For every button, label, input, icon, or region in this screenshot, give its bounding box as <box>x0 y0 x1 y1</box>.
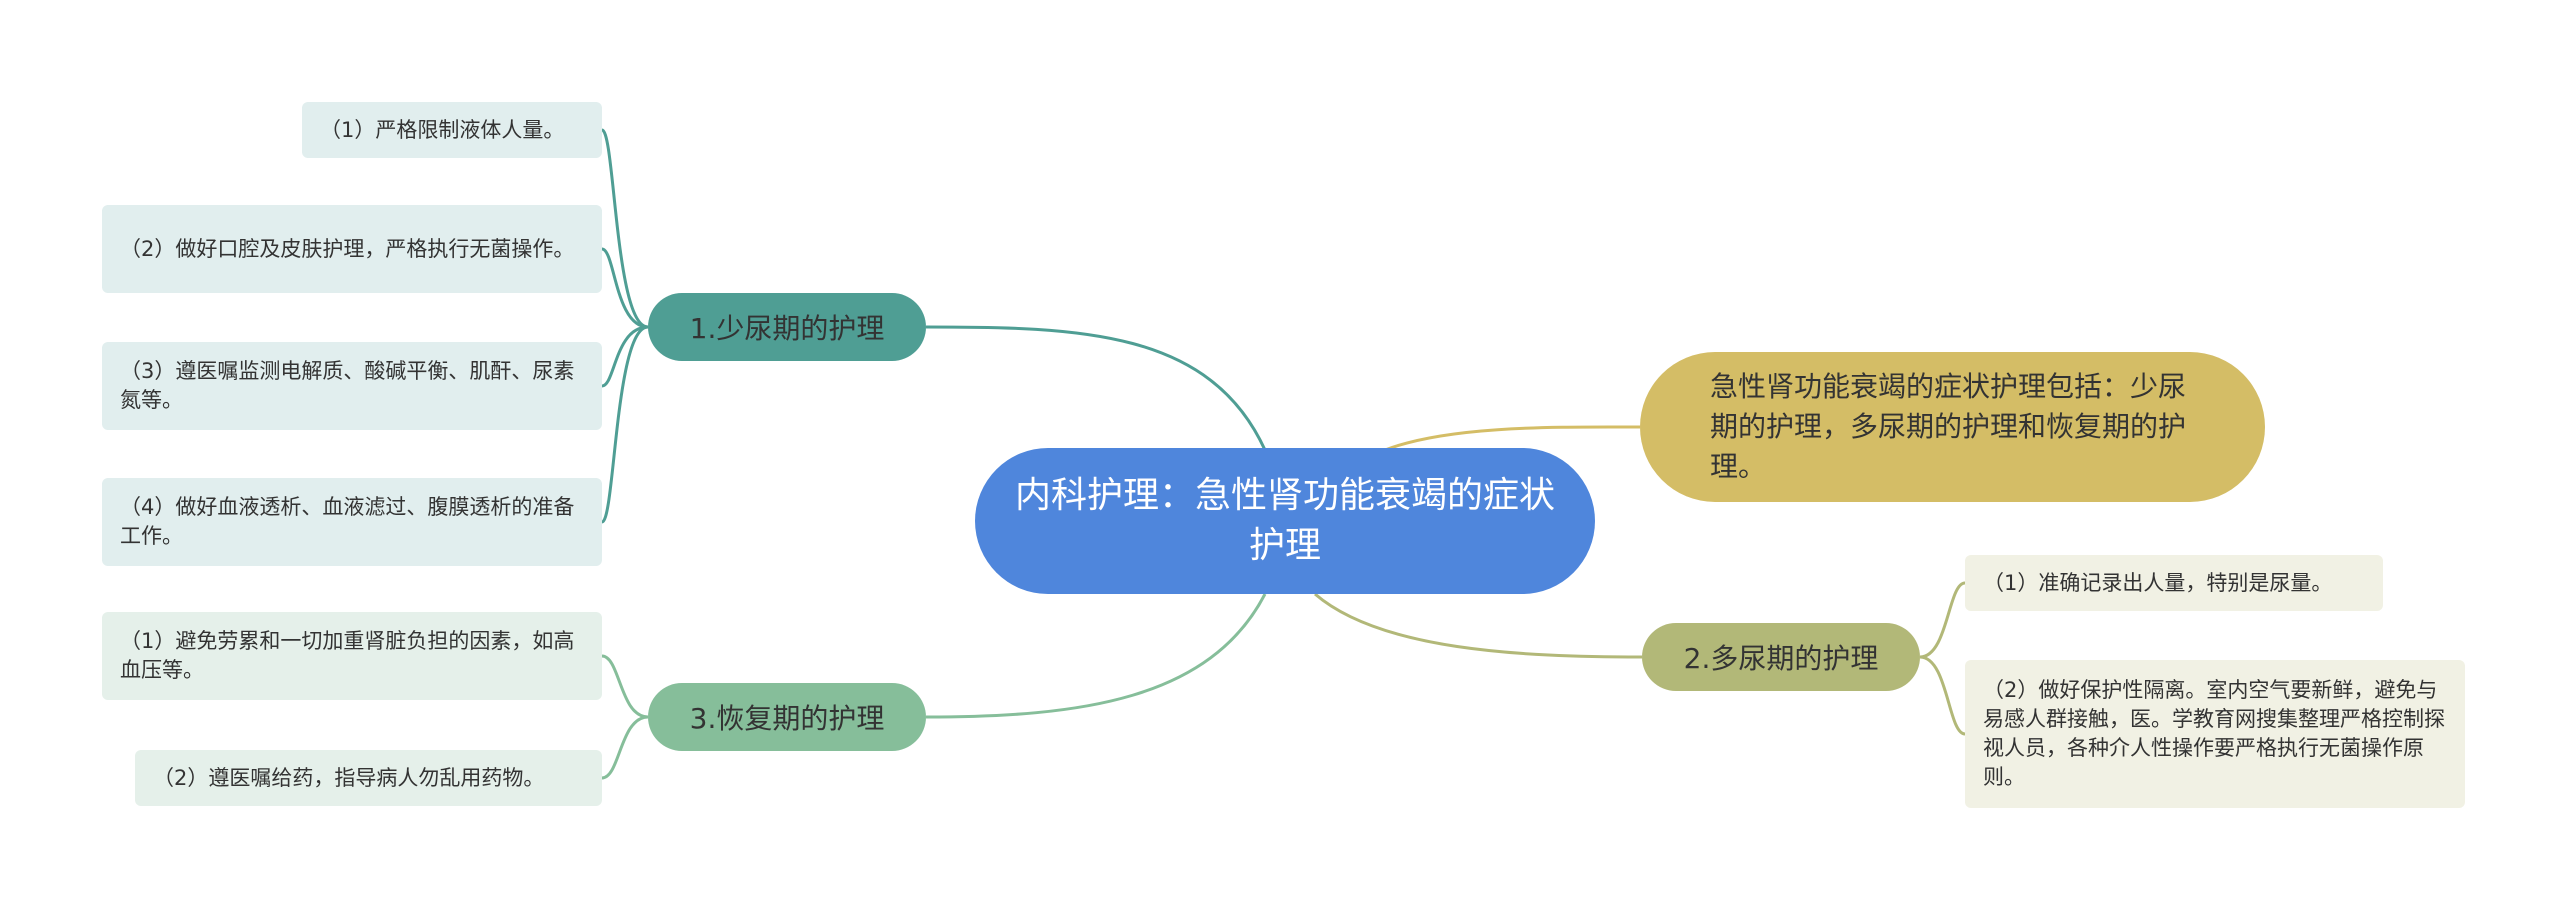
branch-oliguria-care[interactable]: 1.少尿期的护理 <box>648 293 926 361</box>
leaf-oliguria-3[interactable]: （3）遵医嘱监测电解质、酸碱平衡、肌酐、尿素氮等。 <box>102 342 602 430</box>
connector-branch-2-leaf-2 <box>1919 655 1966 736</box>
connector-branch-2-leaf-1 <box>1919 581 1966 659</box>
connector-branch-3-leaf-2 <box>601 715 649 780</box>
connector-branch-3-leaf-1 <box>601 654 649 719</box>
connector-branch-1-leaf-2 <box>601 247 649 329</box>
branch-label: 1.少尿期的护理 <box>689 312 885 345</box>
connector-center-branch-3 <box>925 593 1267 719</box>
leaf-oliguria-1[interactable]: （1）严格限制液体人量。 <box>302 102 602 158</box>
leaf-oliguria-4[interactable]: （4）做好血液透析、血液滤过、腹膜透析的准备工作。 <box>102 478 602 566</box>
branch-polyuria-care[interactable]: 2.多尿期的护理 <box>1642 623 1920 691</box>
leaf-recovery-1[interactable]: （1）避免劳累和一切加重肾脏负担的因素，如高血压等。 <box>102 612 602 700</box>
central-topic[interactable]: 内科护理：急性肾功能衰竭的症状护理 <box>975 448 1595 594</box>
leaf-label: （2）做好保护性隔离。室内空气要新鲜，避免与易感人群接触，医。学教育网搜集整理严… <box>1983 678 2445 789</box>
connector-center-branch-1 <box>925 325 1267 451</box>
leaf-polyuria-1[interactable]: （1）准确记录出人量，特别是尿量。 <box>1965 555 2383 611</box>
leaf-label: （1）严格限制液体人量。 <box>320 117 565 142</box>
connector-branch-1-leaf-3 <box>601 325 649 388</box>
leaf-polyuria-2[interactable]: （2）做好保护性隔离。室内空气要新鲜，避免与易感人群接触，医。学教育网搜集整理严… <box>1965 660 2465 808</box>
summary-topic[interactable]: 急性肾功能衰竭的症状护理包括：少尿期的护理，多尿期的护理和恢复期的护理。 <box>1640 352 2265 502</box>
branch-label: 3.恢复期的护理 <box>689 702 885 735</box>
connector-center-branch-2 <box>1314 592 1643 659</box>
leaf-label: （2）遵医嘱给药，指导病人勿乱用药物。 <box>153 765 545 790</box>
leaf-label: （1）避免劳累和一切加重肾脏负担的因素，如高血压等。 <box>120 629 575 682</box>
branch-recovery-care[interactable]: 3.恢复期的护理 <box>648 683 926 751</box>
central-topic-label: 内科护理：急性肾功能衰竭的症状护理 <box>1015 475 1556 566</box>
branch-label: 2.多尿期的护理 <box>1683 642 1879 675</box>
summary-topic-label: 急性肾功能衰竭的症状护理包括：少尿期的护理，多尿期的护理和恢复期的护理。 <box>1710 370 2187 483</box>
leaf-recovery-2[interactable]: （2）遵医嘱给药，指导病人勿乱用药物。 <box>135 750 602 806</box>
leaf-label: （1）准确记录出人量，特别是尿量。 <box>1983 570 2333 595</box>
leaf-label: （4）做好血液透析、血液滤过、腹膜透析的准备工作。 <box>120 495 575 548</box>
leaf-label: （2）做好口腔及皮肤护理，严格执行无菌操作。 <box>120 236 575 261</box>
connector-center-summary <box>1384 425 1641 452</box>
leaf-oliguria-2[interactable]: （2）做好口腔及皮肤护理，严格执行无菌操作。 <box>102 205 602 293</box>
connector-branch-1-leaf-4 <box>600 325 649 524</box>
connector-branch-1-leaf-1 <box>600 128 649 329</box>
leaf-label: （3）遵医嘱监测电解质、酸碱平衡、肌酐、尿素氮等。 <box>120 359 575 412</box>
